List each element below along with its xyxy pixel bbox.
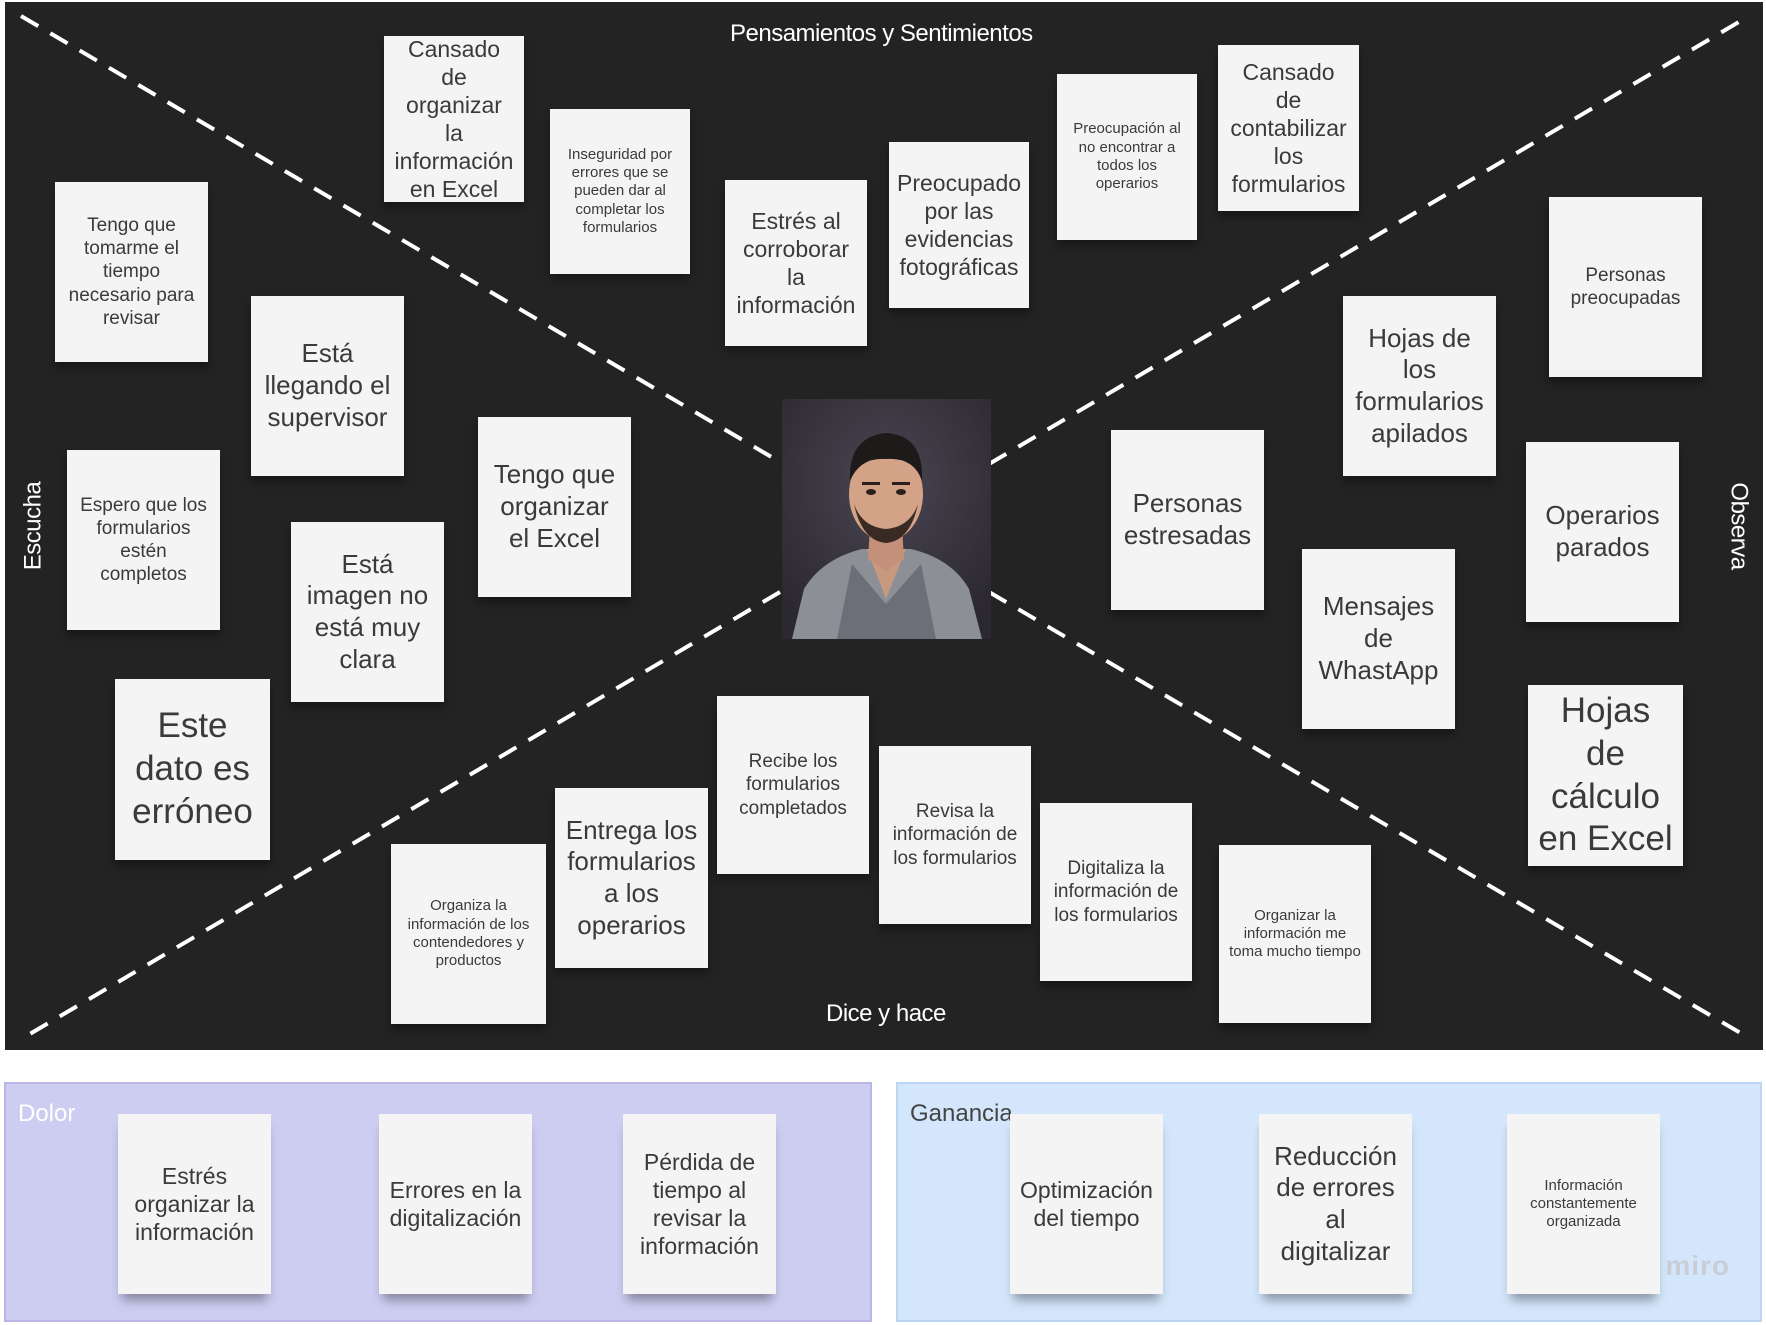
sticky-note[interactable]: Espero que los formularios estén complet…: [67, 450, 220, 630]
sticky-note[interactable]: Hojas de cálculo en Excel: [1528, 685, 1683, 866]
divider-top-right: [987, 14, 1751, 466]
sticky-note[interactable]: Organizar la información me toma mucho t…: [1219, 845, 1371, 1023]
divider-bottom-right: [987, 590, 1751, 1040]
sticky-note[interactable]: Está imagen no está muy clara: [291, 522, 444, 702]
sticky-note[interactable]: Revisa la información de los formularios: [879, 746, 1031, 924]
sticky-note[interactable]: Entrega los formularios a los operarios: [555, 788, 708, 968]
sticky-note[interactable]: Personas preocupadas: [1549, 197, 1702, 377]
sticky-note[interactable]: Operarios parados: [1526, 442, 1679, 622]
pain-title: Dolor: [18, 1100, 76, 1127]
sticky-note[interactable]: Optimización del tiempo: [1010, 1114, 1163, 1294]
sticky-note[interactable]: Personas estresadas: [1111, 430, 1264, 610]
diagonal-dividers: [19, 14, 1751, 1040]
sticky-note[interactable]: Digitaliza la información de los formula…: [1040, 803, 1192, 981]
label-sees: Observa: [1725, 482, 1753, 570]
sticky-note[interactable]: Pérdida de tiempo al revisar la informac…: [623, 1114, 776, 1294]
sticky-note[interactable]: Cansado de contabilizar los formularios: [1218, 45, 1359, 211]
sticky-note[interactable]: Organiza la información de los contended…: [391, 844, 546, 1024]
sticky-note[interactable]: Información constantemente organizada: [1507, 1114, 1660, 1294]
label-thoughts-feelings: Pensamientos y Sentimientos: [730, 20, 1033, 47]
sticky-note[interactable]: Está llegando el supervisor: [251, 296, 404, 476]
sticky-note[interactable]: Preocupación al no encontrar a todos los…: [1057, 74, 1197, 240]
sticky-note[interactable]: Mensajes de WhastApp: [1302, 549, 1455, 729]
sticky-note[interactable]: Inseguridad por errores que se pueden da…: [550, 109, 690, 274]
sticky-note[interactable]: Estrés al corroborar la información: [725, 180, 867, 346]
empathy-map-board: Pensamientos y Sentimientos Dice y hace …: [5, 2, 1763, 1050]
sticky-note[interactable]: Reducción de errores al digitalizar: [1259, 1114, 1412, 1294]
label-hears: Escucha: [19, 481, 47, 571]
gain-title: Ganancia: [910, 1100, 1013, 1127]
sticky-note[interactable]: Tengo que tomarme el tiempo necesario pa…: [55, 182, 208, 362]
divider-bottom-left: [21, 590, 782, 1040]
label-says-does: Dice y hace: [826, 1000, 946, 1027]
sticky-note[interactable]: Cansado de organizar la información en E…: [384, 36, 524, 202]
sticky-note[interactable]: Estrés organizar la información: [118, 1114, 271, 1294]
sticky-note[interactable]: Tengo que organizar el Excel: [478, 417, 631, 597]
pain-panel: Dolor Estrés organizar la información Er…: [4, 1082, 872, 1322]
divider-top-left: [19, 14, 782, 464]
sticky-note[interactable]: Preocupado por las evidencias fotográfic…: [889, 142, 1029, 308]
sticky-note[interactable]: Recibe los formularios completados: [717, 696, 869, 874]
sticky-note[interactable]: Errores en la digitalización: [379, 1114, 532, 1294]
person-photo-icon: [782, 399, 991, 639]
miro-watermark: miro: [1665, 1250, 1730, 1281]
sticky-note[interactable]: Este dato es erróneo: [115, 679, 270, 860]
gain-panel: Ganancia Optimización del tiempo Reducci…: [896, 1082, 1762, 1322]
sticky-note[interactable]: Hojas de los formularios apilados: [1343, 296, 1496, 476]
